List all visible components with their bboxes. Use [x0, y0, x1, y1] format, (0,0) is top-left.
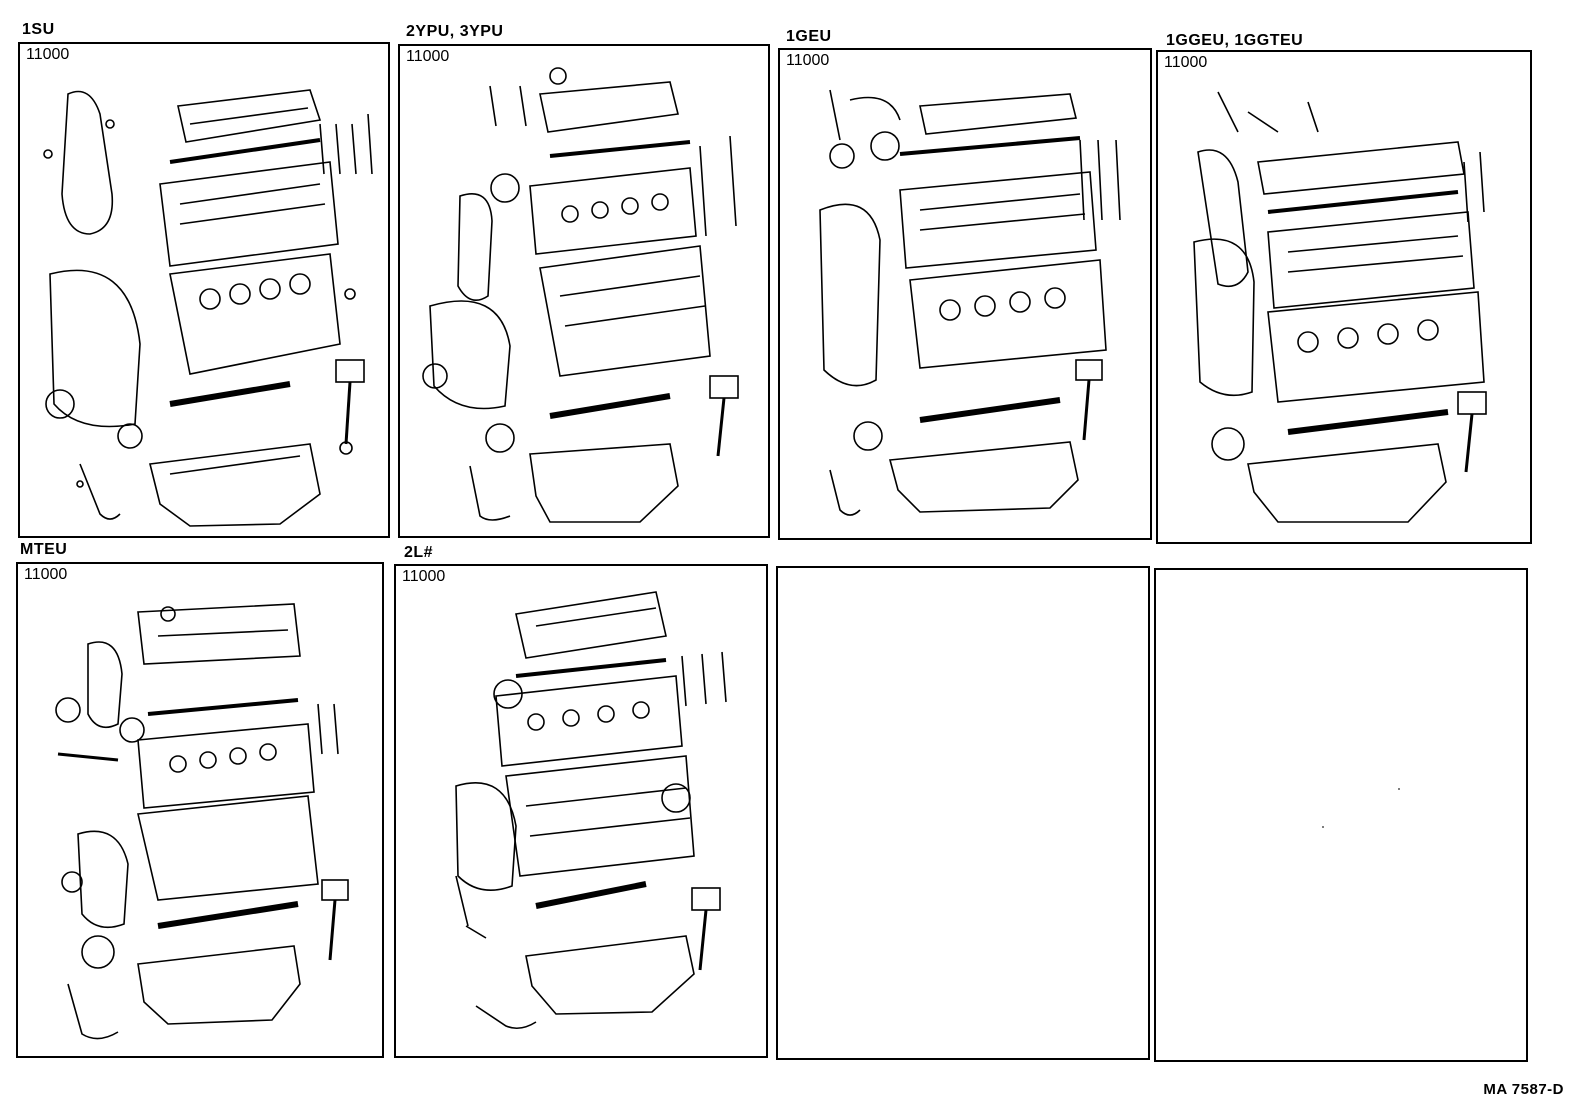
panel-1-title: 1SU — [22, 21, 55, 38]
panel-3-part-number: 11000 — [786, 52, 830, 69]
document-code: MA 7587-D — [1483, 1081, 1564, 1098]
panel-5-title: MTEU — [20, 541, 68, 558]
panel-4-title: 1GGEU, 1GGTEU — [1166, 32, 1304, 49]
panel-6-part-number: 11000 — [402, 568, 446, 585]
panel-2-part-number: 11000 — [406, 48, 450, 65]
engine-illustration-2ypu-3ypu — [400, 46, 768, 536]
panel-2-title: 2YPU, 3YPU — [406, 23, 504, 40]
engine-illustration-1ggeu-1ggteu — [1158, 52, 1530, 542]
panel-1-part-number: 11000 — [26, 46, 70, 63]
panel-6-title: 2L# — [404, 544, 434, 561]
engine-illustration-mteu — [18, 564, 382, 1056]
panel-empty-1 — [776, 566, 1150, 1060]
panel-1ggeu-1ggteu[interactable]: 11000 — [1156, 50, 1532, 544]
panel-mteu[interactable]: 11000 — [16, 562, 384, 1058]
panel-2l[interactable]: 11000 — [394, 564, 768, 1058]
scan-speck — [1322, 826, 1324, 828]
panel-1geu[interactable]: 11000 — [778, 48, 1152, 540]
panel-3-title: 1GEU — [786, 28, 832, 45]
scan-speck — [1398, 788, 1400, 790]
engine-illustration-1su — [20, 44, 388, 536]
engine-illustration-2l — [396, 566, 766, 1056]
panel-1su[interactable]: 11000 — [18, 42, 390, 538]
engine-illustration-1geu — [780, 50, 1150, 538]
panel-5-part-number: 11000 — [24, 566, 68, 583]
panel-2ypu-3ypu[interactable]: 11000 — [398, 44, 770, 538]
panel-4-part-number: 11000 — [1164, 54, 1208, 71]
panel-empty-2 — [1154, 568, 1528, 1062]
